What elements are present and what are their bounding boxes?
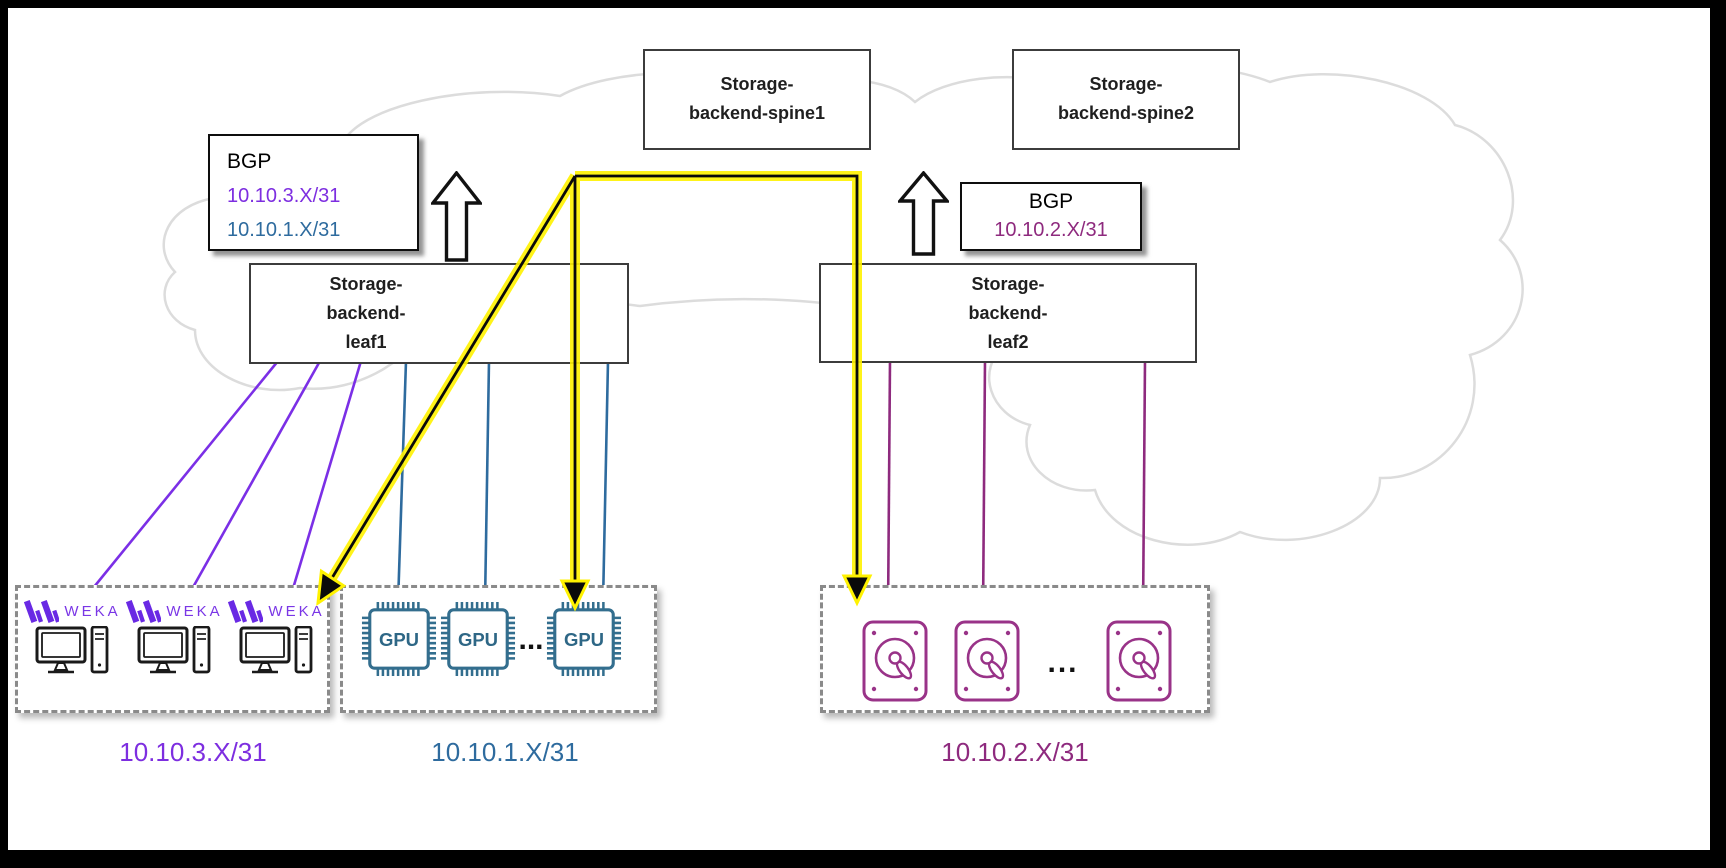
spine1-label-line2: backend-spine1 [688,103,826,123]
subnet-label-weka: 10.10.3.X/31 [119,737,267,767]
subnet-label-gpu: 10.10.1.X/31 [431,737,579,767]
weka-label: WEKA [64,602,121,620]
connector-line [70,360,280,615]
desktop-computer-icon [239,626,313,674]
connector-line [1141,359,1147,617]
up-arrow-icon [431,171,482,262]
gpu-chip-icon: GPU [440,601,516,677]
weka-logo-icon [126,599,162,623]
weka-label: WEKA [166,602,223,620]
spine1-label-line1: Storage- [720,74,794,94]
connector-line [284,360,363,613]
up-arrow-icon [898,171,949,256]
gpu-group: GPU GPU ... GPU [340,585,657,713]
leaf1-label-line3: leaf1 [345,332,387,352]
hard-disk-icon [862,620,928,702]
connector-line [176,360,322,615]
gpu-chip-icon: GPU [546,601,622,677]
weka-client: WEKA [24,594,120,710]
bgp-left-route1: 10.10.3.X/31 [227,185,341,207]
spine2-label-line2: backend-spine2 [1057,103,1195,123]
connector-line [886,359,892,617]
connector-line [981,359,987,617]
gpu-label: GPU [379,629,419,650]
gpu-label: GPU [458,629,498,650]
bgp-left-route2: 10.10.1.X/31 [227,219,341,241]
weka-client: WEKA [126,594,222,710]
weka-label: WEKA [268,602,325,620]
bgp-right-box: BGP 10.10.2.X/31 [960,182,1142,251]
ellipsis: ... [1047,646,1079,679]
leaf2-label-line1: Storage- [971,274,1045,294]
ellipsis: ... [518,623,544,656]
leaf1-label-line2: backend- [326,303,406,323]
leaf1-to-gpu-connectors [396,360,610,605]
weka-logo-icon [228,599,264,623]
subnet-label-disk: 10.10.2.X/31 [941,737,1089,767]
desktop-computer-icon [35,626,109,674]
leaf2-label-line3: leaf2 [987,332,1029,352]
leaf1-label-line1: Storage- [329,274,403,294]
weka-logo-icon [24,599,60,623]
leaf2-node: Storage- backend- leaf2 [819,263,1197,363]
connector-line [601,360,610,605]
leaf1-to-weka-connectors [70,360,363,615]
weka-client: WEKA [228,594,324,710]
bgp-left-title: BGP [227,150,272,173]
desktop-computer-icon [137,626,211,674]
connector-line [396,360,408,605]
gpu-chip-icon: GPU [361,601,437,677]
bgp-right-route1: 10.10.2.X/31 [994,219,1108,241]
leaf2-label-line2: backend- [968,303,1048,323]
hard-disk-icon [954,620,1020,702]
spine1-node: Storage- backend-spine1 [643,49,871,150]
leaf2-to-disk-connectors [886,359,1147,617]
bgp-right-title: BGP [1028,190,1074,213]
connector-line [483,360,491,605]
hard-disk-icon [1106,620,1172,702]
bgp-left-box: BGP 10.10.3.X/31 10.10.1.X/31 [208,134,419,251]
gpu-label: GPU [564,629,604,650]
spine2-label-line1: Storage- [1089,74,1163,94]
weka-clients-group: WEKA [15,585,330,713]
spine2-node: Storage- backend-spine2 [1012,49,1240,150]
disk-group: ... [820,585,1210,713]
leaf1-node: Storage- backend- leaf1 [249,263,629,364]
